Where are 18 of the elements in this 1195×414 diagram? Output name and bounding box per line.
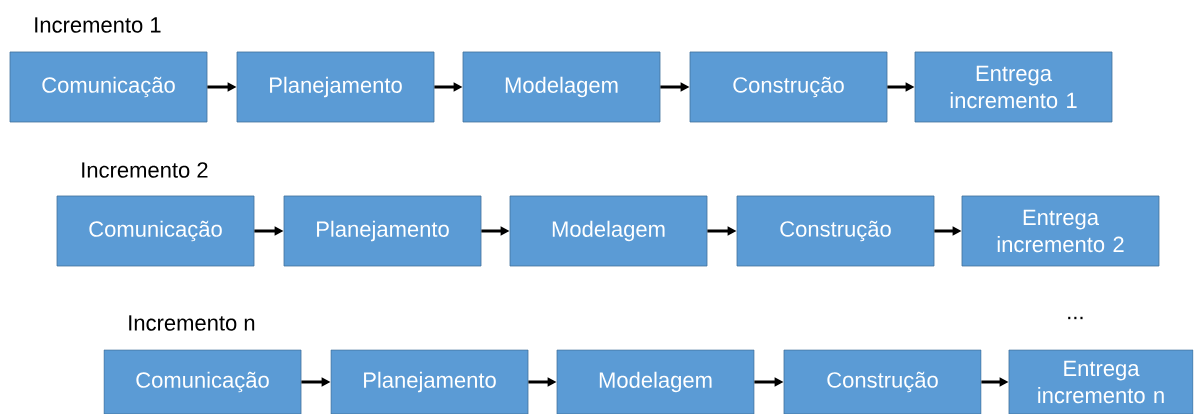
process-box: Construção [736,195,935,267]
process-box: Comunicação [103,349,302,414]
process-box: Planejamento [236,51,435,123]
process-box: Construção [689,51,888,123]
ellipsis: ... [1068,316,1083,320]
process-box: Entrega incremento n [1008,349,1194,414]
process-box: Modelagem [556,349,755,414]
process-box: Comunicação [9,51,208,123]
row-heading: Incremento 2 [82,162,208,178]
process-box: Modelagem [462,51,661,123]
process-box: Construção [783,349,982,414]
process-box: Entrega incremento 2 [961,195,1160,267]
process-box: Planejamento [283,195,482,267]
row-heading: Incremento n [129,315,255,331]
process-box: Comunicação [56,195,255,267]
process-box: Entrega incremento 1 [914,51,1113,123]
process-box: Modelagem [509,195,708,267]
process-box: Planejamento [330,349,529,414]
